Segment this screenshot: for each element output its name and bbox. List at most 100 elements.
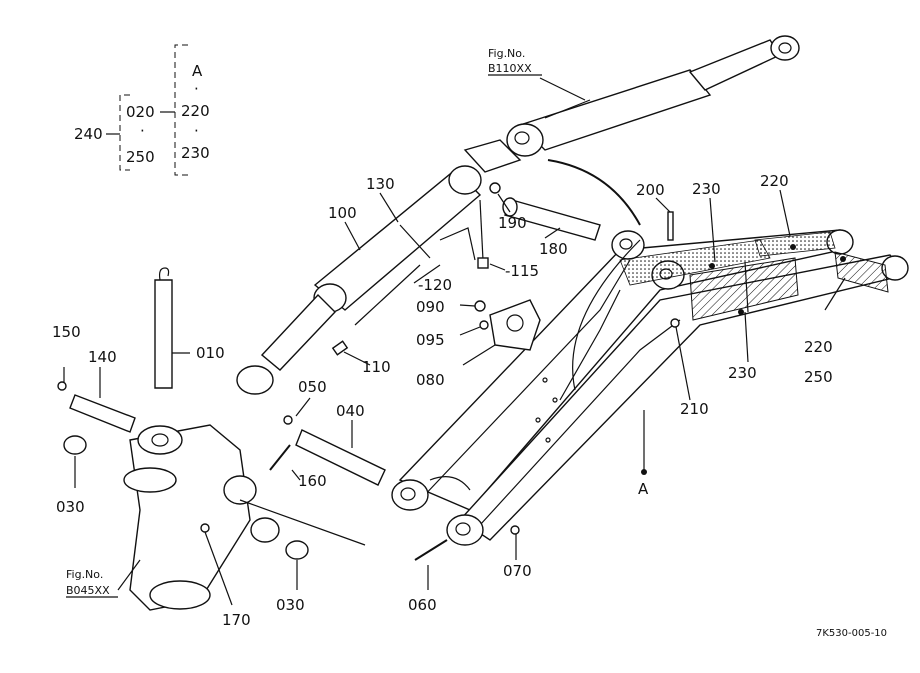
pin-040	[295, 429, 386, 486]
upper-cylinder-eye	[770, 35, 800, 61]
legend-parent-label: 240	[74, 125, 103, 143]
leader-080	[462, 344, 496, 366]
legend-bracket-inner	[119, 94, 130, 171]
legend-g1-dot: ·	[140, 122, 145, 140]
ref-top-line2: B110XX	[488, 62, 532, 75]
hose-fitting	[479, 199, 484, 261]
grease-050	[283, 415, 293, 425]
bushing-030-left	[63, 435, 87, 455]
bolt-090	[474, 300, 486, 312]
washer-095	[479, 320, 489, 330]
boom-cylinder	[236, 139, 522, 395]
ref-leader-top	[544, 99, 591, 119]
pin-180-head	[502, 197, 518, 217]
leader-170	[204, 531, 233, 606]
swing-bracket-foot	[149, 580, 211, 610]
fitting-115	[477, 257, 489, 269]
leader-220b	[824, 277, 846, 311]
swing-bracket: Fig.No. B045XX	[66, 424, 366, 611]
callout-230-top: 230	[692, 180, 721, 198]
pin-010-hook	[158, 267, 170, 281]
decal-hatched-2	[834, 251, 889, 293]
callout-160: 160	[298, 472, 327, 490]
ref-top-leader	[539, 77, 586, 101]
boom-foot-boss-2	[446, 514, 484, 546]
leader-200	[655, 197, 671, 213]
boom-foot-hole-2	[455, 522, 471, 536]
swing-bracket-side-boss	[223, 475, 257, 505]
leader-180	[544, 227, 561, 239]
upper-cylinder-end	[506, 123, 544, 157]
bolt-060	[414, 539, 448, 561]
upper-cylinder: Fig.No. B110XX	[488, 35, 800, 226]
legend-g2-bottom: 230	[181, 144, 210, 162]
callout-100: 100	[328, 204, 357, 222]
callout-040: 040	[336, 402, 365, 420]
nut-210	[670, 318, 680, 328]
marker-dot	[738, 309, 744, 315]
cylinder-pipe	[439, 227, 476, 261]
web-hole	[542, 377, 548, 383]
pins	[57, 182, 680, 561]
nut-070	[510, 525, 520, 535]
callout-180: 180	[539, 240, 568, 258]
legend-g2-dot1: ·	[194, 80, 199, 98]
swing-bracket-lower-boss	[250, 517, 280, 543]
callout-220-top: 220	[760, 172, 789, 190]
boom-inner-line-2	[479, 319, 681, 526]
upper-cylinder-rod	[688, 39, 782, 91]
leader-190	[497, 193, 511, 213]
web-hole	[545, 437, 551, 443]
boom-cylinder-rod	[260, 293, 336, 371]
ref-top-line1: Fig.No.	[488, 47, 525, 60]
leader-210	[675, 326, 691, 401]
leader-115	[489, 263, 506, 271]
callout-140: 140	[88, 348, 117, 366]
clamp-080	[489, 299, 541, 351]
legend-g2-mid: 220	[181, 102, 210, 120]
pin-140	[69, 394, 136, 433]
legend-g2-dot2: ·	[194, 122, 199, 140]
swing-bracket-top-hole	[151, 433, 169, 447]
leader-120	[413, 264, 441, 284]
callout-080: 080	[416, 371, 445, 389]
ref-left-leader	[117, 559, 141, 591]
marker-dot	[840, 256, 846, 262]
bolt-200	[667, 211, 674, 241]
boom-body	[391, 229, 909, 546]
cylinder-band	[399, 224, 431, 259]
boom-hose	[572, 239, 641, 391]
callout-070: 070	[503, 562, 532, 580]
callout-190: 190	[498, 214, 527, 232]
marker-A-dot	[641, 469, 647, 475]
clamp-080-bore	[506, 314, 524, 332]
leader-090	[459, 304, 476, 307]
leader-100	[344, 221, 361, 251]
callout-060: 060	[408, 596, 437, 614]
callout-095: 095	[416, 331, 445, 349]
decal-hatched-1	[689, 257, 799, 321]
leader-130	[379, 192, 399, 223]
callouts: 010 030 030 040 050 060 070 080 090 095 …	[52, 172, 887, 639]
fitting-170	[200, 523, 210, 533]
decal-dotted-2	[754, 231, 836, 257]
ref-left-line1: Fig.No.	[66, 568, 103, 581]
leader-230b	[744, 311, 749, 363]
boom-cylinder-rod-eye	[236, 365, 274, 395]
legend-g1-bottom: 250	[126, 148, 155, 166]
upper-cylinder-end-hole	[514, 131, 530, 145]
boom-foot-boss-1	[391, 479, 429, 511]
callout-170: 170	[222, 611, 251, 629]
callout-090: 090	[416, 298, 445, 316]
callout-A: A	[638, 480, 649, 498]
callout-030-left: 030	[56, 498, 85, 516]
bushing-030-right	[285, 540, 309, 560]
web-hole	[552, 397, 558, 403]
decal-divider	[744, 261, 749, 313]
bolt-160	[269, 444, 291, 471]
boom-base-web	[429, 476, 471, 491]
callout-230-bottom: 230	[728, 364, 757, 382]
upper-cylinder-eye-hole	[778, 42, 792, 54]
